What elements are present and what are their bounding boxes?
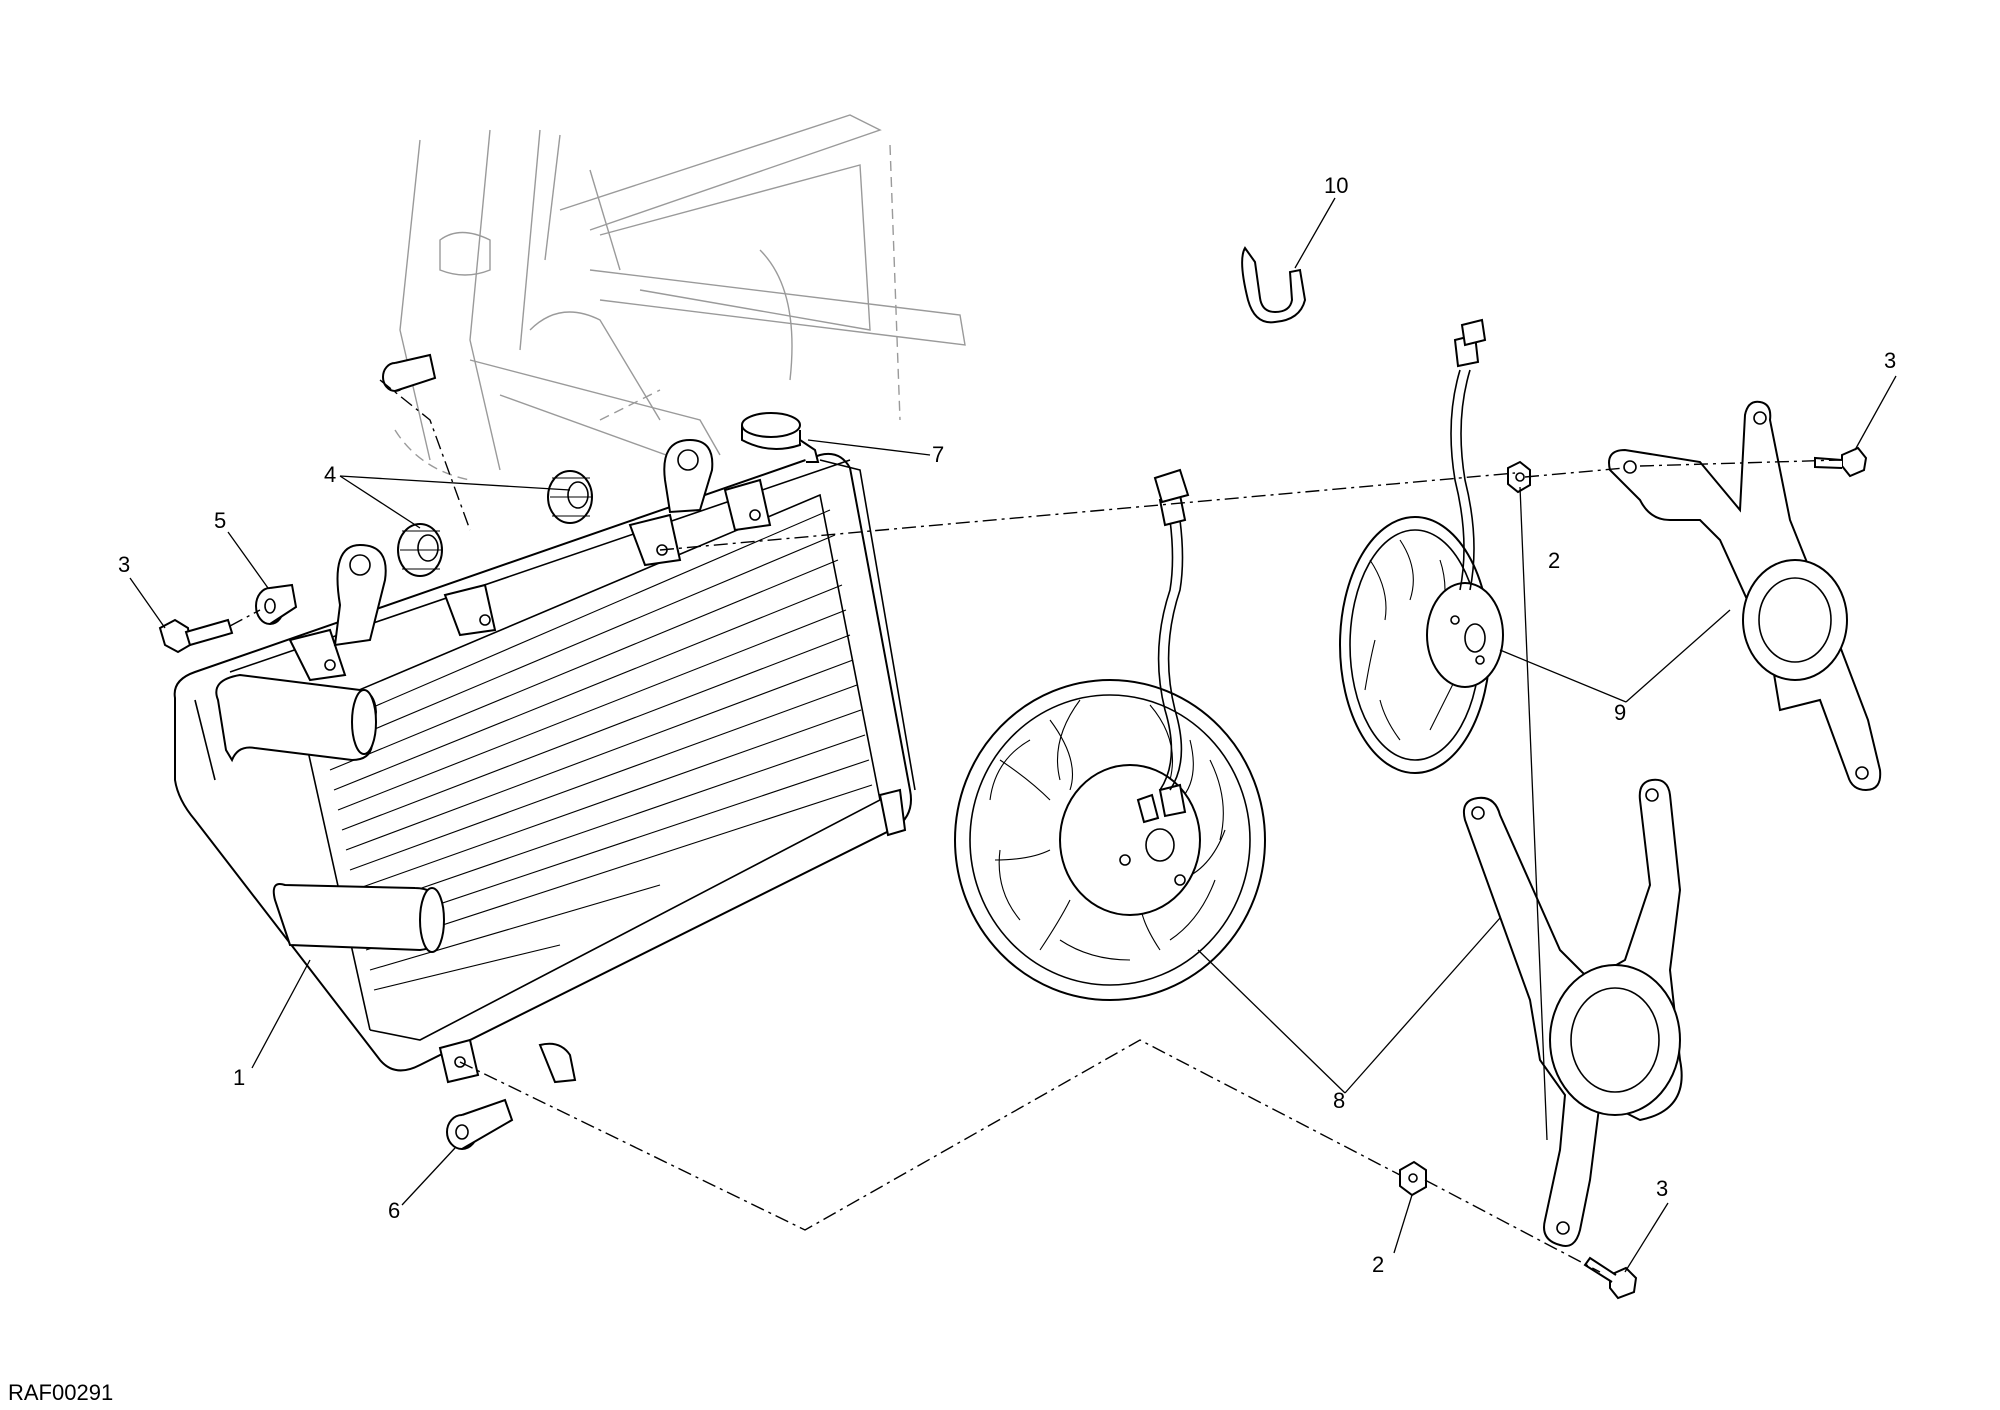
bolt-lower-right (1583, 1256, 1638, 1300)
callout-2-upper: 2 (1548, 548, 1560, 573)
lower-bolt (446, 1098, 514, 1150)
leader-lines (129, 197, 1897, 1273)
callout-2-lower: 2 (1372, 1252, 1384, 1277)
fan-bracket-upper (1608, 400, 1882, 792)
callout-8: 8 (1333, 1088, 1345, 1113)
callout-9: 9 (1614, 700, 1626, 725)
drawing-code: RAF00291 (8, 1380, 113, 1405)
callout-6: 6 (388, 1198, 400, 1223)
rubber-grommet-upper (547, 470, 593, 524)
rubber-grommet-lower (397, 523, 443, 577)
radiator (173, 412, 916, 1084)
callout-10: 10 (1324, 173, 1348, 198)
callout-5: 5 (214, 508, 226, 533)
callout-3-left: 3 (118, 552, 130, 577)
motorcycle-frame-outline (394, 114, 966, 481)
callout-1: 1 (233, 1065, 245, 1090)
wire-clip (1241, 246, 1307, 324)
callout-7: 7 (932, 442, 944, 467)
fan-bracket-lower (1462, 778, 1683, 1247)
cooling-fan-rear (1339, 318, 1504, 774)
bolt-upper-right (1814, 446, 1868, 478)
cooling-fan-front (954, 468, 1266, 1001)
speed-nut-upper (1507, 460, 1531, 494)
callout-labels: 1 2 2 3 3 3 4 5 6 7 8 9 10 (118, 173, 1896, 1277)
frame-stud (382, 353, 437, 392)
callout-4: 4 (324, 462, 336, 487)
callout-3-upper-right: 3 (1884, 348, 1896, 373)
spacer (255, 583, 298, 625)
bolt-left (158, 618, 234, 654)
callout-3-lower-right: 3 (1656, 1176, 1668, 1201)
assembly-lines (229, 379, 1841, 1273)
speed-nut-lower (1399, 1160, 1427, 1197)
